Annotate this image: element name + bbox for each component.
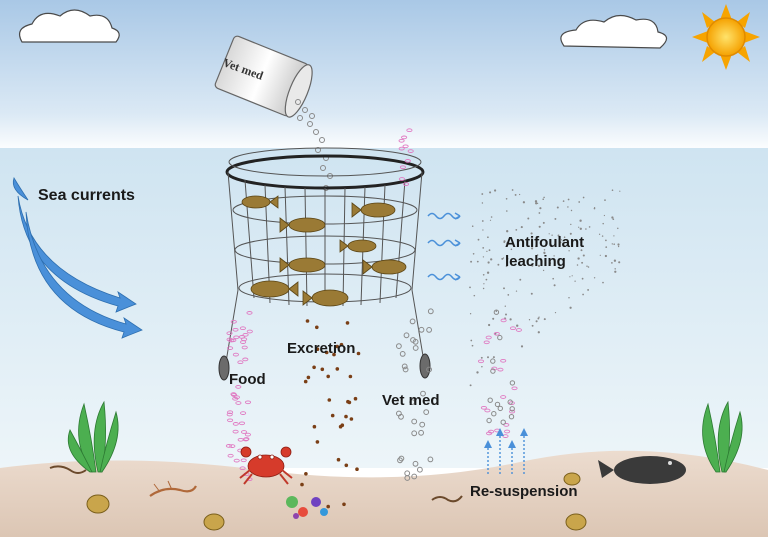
fish-icon xyxy=(362,259,407,275)
buoy-icon xyxy=(419,353,431,379)
food-label: Food xyxy=(229,371,266,388)
fish-icon xyxy=(241,195,279,209)
fish-icon xyxy=(339,239,377,253)
antifoulant-arrows xyxy=(427,212,461,281)
antifoulant-particles xyxy=(469,189,621,387)
cloud-icon xyxy=(560,14,668,49)
resuspension-arrows xyxy=(484,428,528,474)
vet-med-label: Vet med xyxy=(382,392,440,409)
medicine-can-icon xyxy=(214,35,313,118)
fish-icon xyxy=(302,289,349,307)
excretion-particles xyxy=(300,319,361,509)
fish-icon xyxy=(250,280,299,298)
fish-icon xyxy=(351,202,396,218)
cloud-icon xyxy=(19,9,120,43)
flatfish-icon xyxy=(598,456,686,484)
food-particles xyxy=(225,128,522,482)
seaweed-icon xyxy=(67,400,119,473)
antifoulant-label-line2: leaching xyxy=(505,253,566,270)
falling-medicine xyxy=(295,99,333,191)
fish-icon xyxy=(279,257,326,273)
fish-group xyxy=(241,195,407,307)
antifoulant-label: Antifoulant leaching xyxy=(505,233,615,271)
vet-med-particles xyxy=(396,308,516,481)
fish-icon xyxy=(279,217,326,233)
seaweed-icon xyxy=(702,400,743,473)
buoy-icon xyxy=(218,355,230,381)
resuspension-label: Re-suspension xyxy=(470,483,578,500)
shrimp-icon xyxy=(149,480,197,497)
excretion-label: Excretion xyxy=(287,340,356,357)
crab-icon xyxy=(239,446,293,485)
antifoulant-label-line1: Antifoulant xyxy=(505,234,585,251)
worm-icon xyxy=(49,465,463,503)
shell-icon xyxy=(86,472,587,531)
sediment-debris xyxy=(286,496,328,519)
sun-icon xyxy=(692,4,760,70)
current-arrow-icon xyxy=(12,177,143,339)
sea-currents-label: Sea currents xyxy=(38,187,135,204)
